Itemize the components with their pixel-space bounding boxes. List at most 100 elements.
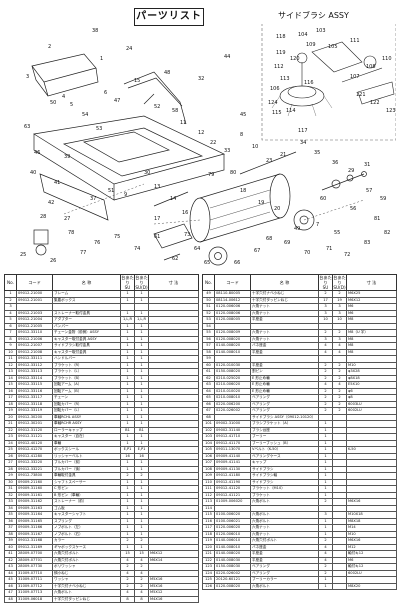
part-callout: 59 — [380, 196, 386, 202]
inset-callout: 123 — [386, 108, 396, 114]
inset-callout: 117 — [298, 128, 308, 134]
cell-code: 31009-06018 — [16, 595, 53, 603]
cell-name: 十字穴付タッピンねじ — [52, 595, 121, 603]
header-name: 名 称 — [52, 274, 121, 291]
part-callout: 45 — [240, 112, 246, 118]
part-callout: 37 — [90, 196, 96, 202]
part-callout: 18 — [240, 188, 246, 194]
cell-size: M6X16 — [346, 537, 397, 545]
part-callout: 41 — [54, 180, 60, 186]
part-callout: 19 — [258, 200, 264, 206]
part-callout: 65 — [204, 260, 210, 266]
part-callout: 62 — [172, 256, 178, 262]
part-callout: 52 — [154, 104, 160, 110]
inset-callout: 103 — [316, 28, 326, 34]
part-callout: 49 — [294, 226, 300, 232]
part-callout: 44 — [224, 54, 230, 60]
part-callout: 23 — [266, 158, 272, 164]
cell-code: 0120-008020 — [214, 582, 251, 590]
inset-callout: 110 — [382, 56, 392, 62]
inset-callout: 115 — [272, 110, 282, 116]
part-callout: 26 — [50, 258, 56, 264]
cell-size — [148, 524, 199, 532]
inset-callout: 122 — [370, 100, 380, 106]
cell-size: M6X12 — [148, 550, 199, 558]
cell-q2: 8 — [134, 595, 149, 603]
part-callout: 68 — [266, 236, 272, 242]
part-callout: 46 — [34, 150, 40, 156]
part-callout: 42 — [48, 200, 54, 206]
part-callout: 38 — [92, 28, 98, 34]
header-size: 寸 法 — [346, 274, 397, 291]
part-callout: 35 — [314, 150, 320, 156]
part-callout: 7 — [316, 222, 319, 228]
part-callout: 28 — [40, 214, 46, 220]
cell-size — [148, 537, 199, 545]
page-title: パーツリスト — [134, 8, 204, 26]
cell-size: M10X18 — [346, 511, 397, 519]
cell-size: M8X18 — [346, 517, 397, 525]
part-callout: 50 — [50, 100, 56, 106]
part-callout: 4 — [62, 94, 65, 100]
part-callout: 74 — [134, 246, 140, 252]
cell-size: M10 — [346, 530, 397, 538]
part-callout: 71 — [326, 246, 332, 252]
part-callout: 16 — [182, 210, 188, 216]
cell-no: 48 — [4, 595, 17, 603]
cell-size: M6 — [346, 556, 397, 564]
header-name: 名 称 — [250, 274, 319, 291]
inset-callout: 118 — [276, 34, 286, 40]
cell-q1: 1 — [318, 582, 333, 590]
part-callout: 48 — [164, 70, 170, 76]
part-callout: 72 — [344, 252, 350, 258]
part-callout: 13 — [154, 184, 160, 190]
part-callout: 32 — [198, 76, 204, 82]
part-callout: 17 — [154, 216, 160, 222]
part-callout: 8 — [240, 132, 243, 138]
inset-callout: 114 — [286, 108, 296, 114]
part-callout: 60 — [320, 196, 326, 202]
part-callout: 75 — [114, 234, 120, 240]
part-callout: 30 — [144, 170, 150, 176]
part-callout: 64 — [194, 246, 200, 252]
cell-size: M6X14 — [148, 556, 199, 564]
cell-size — [148, 511, 199, 519]
inset-callout: 124 — [268, 100, 278, 106]
cell-q2 — [332, 582, 347, 590]
part-callout: 57 — [366, 188, 372, 194]
cell-q1: 8 — [120, 595, 135, 603]
cell-size — [148, 530, 199, 538]
part-callout: 55 — [334, 230, 340, 236]
part-callout: 58 — [172, 108, 178, 114]
cell-name: サイドブラシ ASSY（09012-10120） — [250, 413, 319, 421]
part-callout: 53 — [96, 126, 102, 132]
part-callout: 29 — [348, 168, 354, 174]
cell-size — [148, 517, 199, 525]
inset-callout: 108 — [366, 64, 376, 70]
part-callout: 78 — [68, 230, 74, 236]
cell-no: 126 — [202, 582, 215, 590]
part-callout: 34 — [300, 140, 306, 146]
